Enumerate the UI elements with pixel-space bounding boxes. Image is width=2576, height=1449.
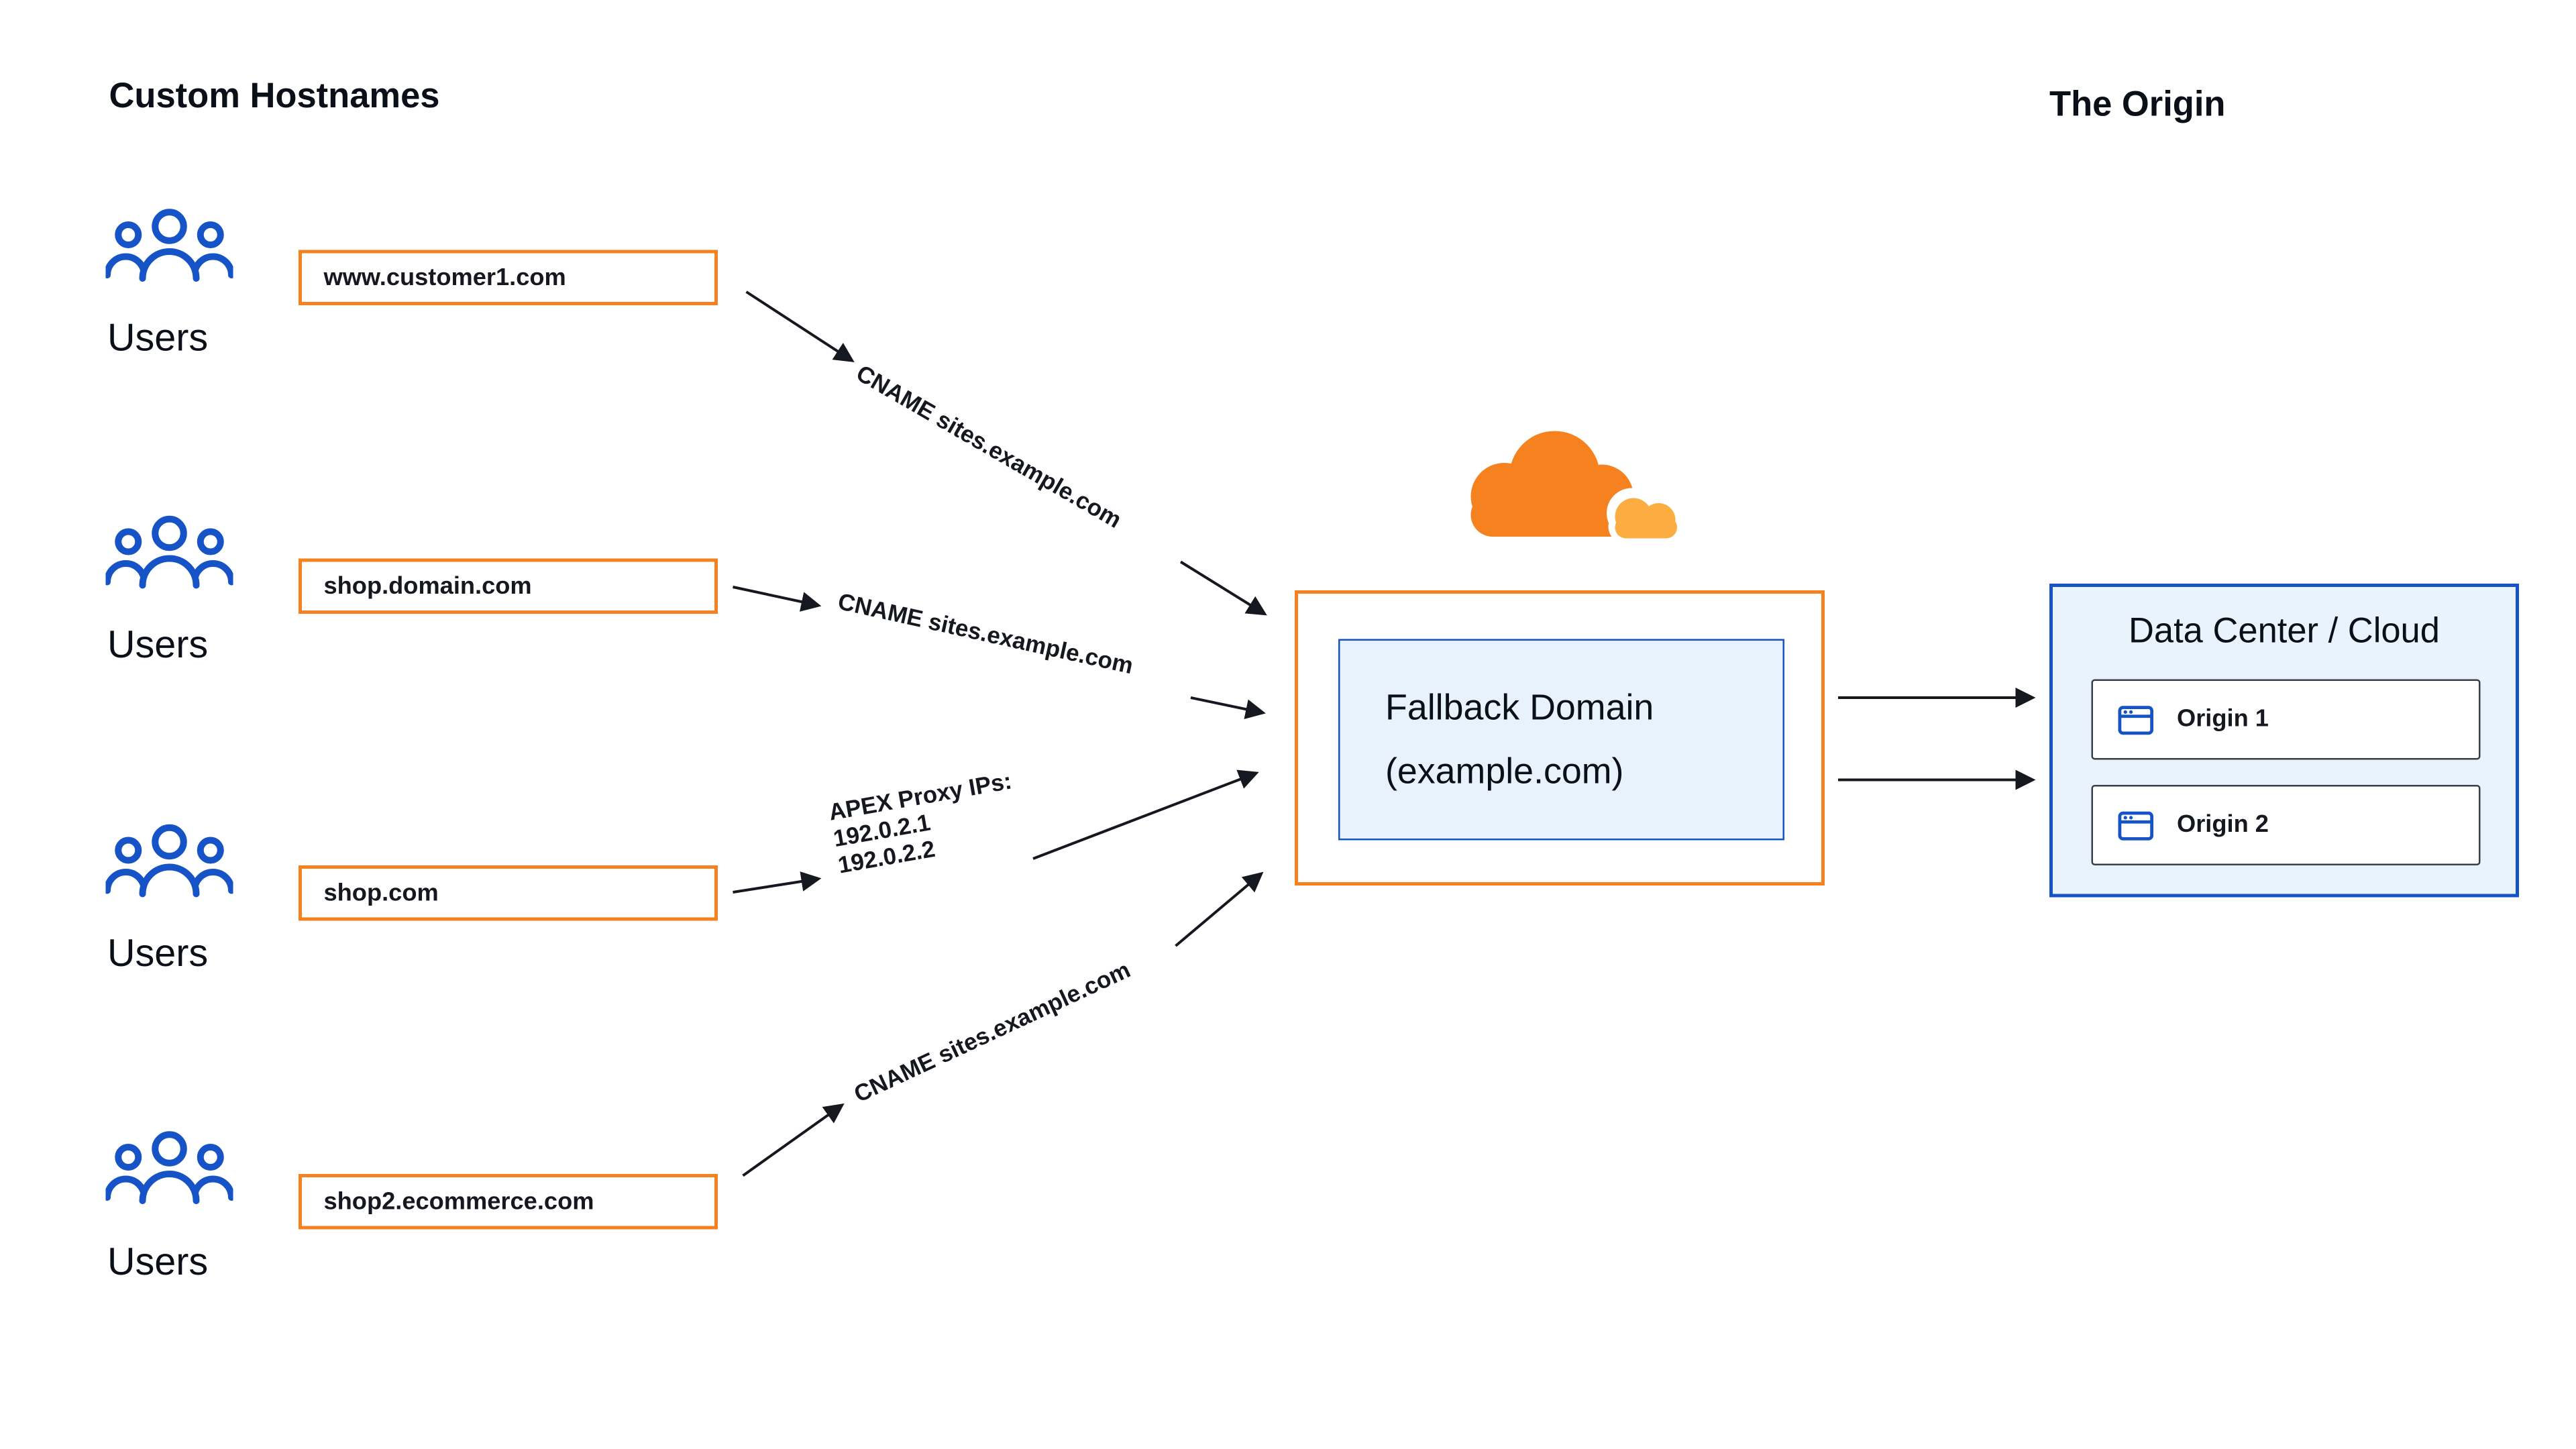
users-icon xyxy=(104,208,235,294)
origin-1-box: Origin 1 xyxy=(2091,679,2481,760)
origin-2-box: Origin 2 xyxy=(2091,785,2481,865)
the-origin-title: The Origin xyxy=(2049,85,2226,125)
apex-proxy-label: APEX Proxy IPs: 192.0.2.1 192.0.2.2 xyxy=(826,767,1023,878)
fallback-domain-line-1: Fallback Domain xyxy=(1385,688,1654,728)
hostname-label: shop.com xyxy=(323,879,439,907)
users-label: Users xyxy=(107,622,209,666)
browser-icon xyxy=(2116,702,2155,737)
origin-1-label: Origin 1 xyxy=(2177,706,2269,733)
fallback-domain-line-2: (example.com) xyxy=(1385,751,1624,792)
cname-label-2: CNAME sites.example.com xyxy=(835,587,1136,679)
fallback-domain-inner-box: Fallback Domain (example.com) xyxy=(1338,639,1784,841)
cname-label-1: CNAME sites.example.com xyxy=(852,359,1127,533)
users-label: Users xyxy=(107,315,209,359)
users-icon xyxy=(104,1130,235,1216)
users-icon xyxy=(104,515,235,601)
users-label: Users xyxy=(107,930,209,975)
hostname-label: www.customer1.com xyxy=(323,264,566,291)
hostname-box-customer1: www.customer1.com xyxy=(299,250,718,305)
hostname-label: shop2.ecommerce.com xyxy=(323,1188,594,1216)
origin-2-label: Origin 2 xyxy=(2177,812,2269,839)
browser-icon xyxy=(2116,808,2155,843)
hostname-box-shop-domain: shop.domain.com xyxy=(299,558,718,614)
users-label: Users xyxy=(107,1239,209,1283)
cname-label-3: CNAME sites.example.com xyxy=(849,955,1134,1108)
users-icon xyxy=(104,824,235,910)
custom-hostnames-title: Custom Hostnames xyxy=(109,77,440,116)
data-center-title: Data Center / Cloud xyxy=(2128,612,2440,651)
hostname-label: shop.domain.com xyxy=(323,572,532,600)
cloudflare-cloud-icon xyxy=(1434,419,1686,562)
fallback-domain-node: Fallback Domain (example.com) xyxy=(1295,590,1825,885)
hostname-box-shop2-ecommerce: shop2.ecommerce.com xyxy=(299,1174,718,1230)
hostname-box-shop-com: shop.com xyxy=(299,865,718,921)
data-center-panel: Data Center / Cloud Origin 1 xyxy=(2049,584,2519,898)
